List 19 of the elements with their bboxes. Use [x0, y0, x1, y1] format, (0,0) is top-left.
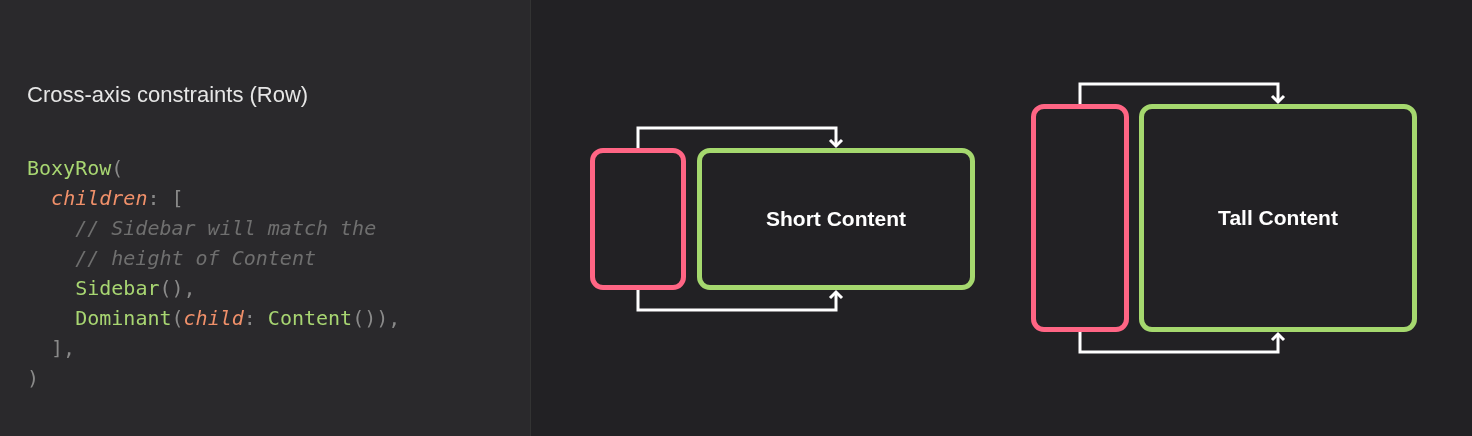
sidebar-box — [1031, 104, 1129, 332]
sidebar-box — [590, 148, 686, 290]
arrow — [1078, 82, 1286, 104]
code-line: Dominant(child: Content()), — [74, 305, 401, 332]
code-line: Sidebar(), — [74, 275, 196, 302]
arrow — [636, 290, 844, 312]
box-label: Tall Content — [1218, 206, 1338, 230]
arrow — [636, 126, 844, 148]
box-label: Short Content — [766, 207, 906, 231]
code-line: ], — [50, 335, 76, 362]
content-box — [697, 148, 975, 290]
code-line: children: [ — [50, 185, 184, 212]
code-line: // height of Content — [74, 245, 316, 272]
code-line: BoxyRow( — [27, 155, 124, 182]
heading: Cross-axis constraints (Row) — [27, 82, 309, 108]
code-line: // Sidebar will match the — [74, 215, 377, 242]
code-line: ) — [27, 365, 40, 392]
arrow — [1078, 332, 1286, 354]
content-box — [1139, 104, 1417, 332]
